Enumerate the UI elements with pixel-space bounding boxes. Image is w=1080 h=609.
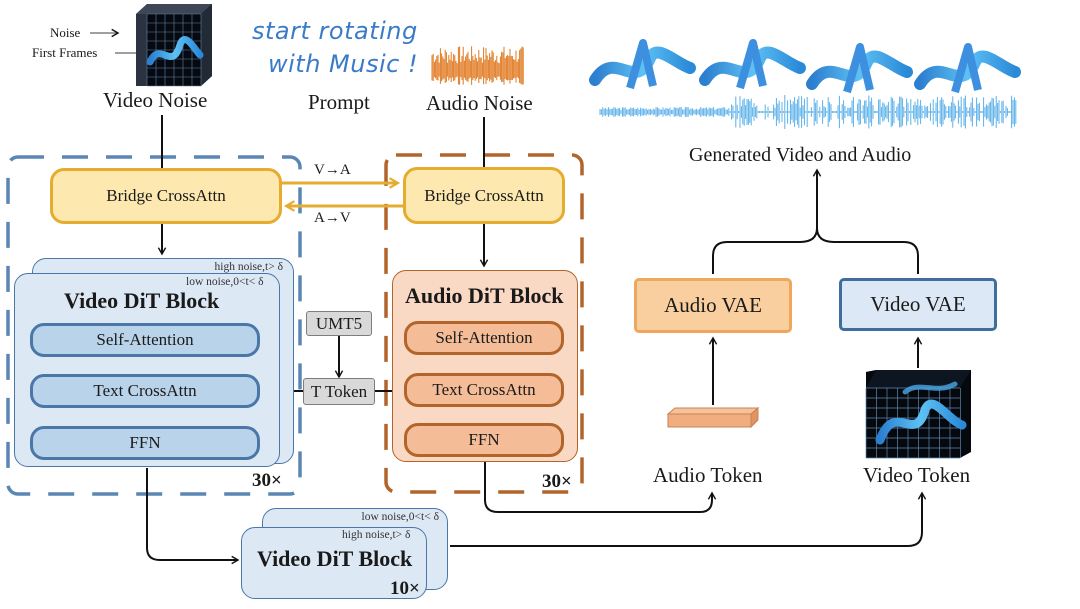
prompt-label: Prompt: [308, 90, 370, 114]
video-token-cube-icon: [865, 370, 971, 459]
video-token-label: Video Token: [863, 463, 971, 487]
t-token: T Token: [303, 378, 375, 405]
video-text-crossattn-label: Text CrossAttn: [93, 381, 197, 400]
video-vae-label: Video VAE: [870, 292, 966, 316]
audio-repeat-count: 30×: [542, 471, 572, 492]
umt5-label: UMT5: [315, 313, 363, 333]
first-frames-label: First Frames: [32, 45, 98, 60]
refine-repeat-count: 10×: [390, 578, 420, 599]
audio-bridge-label: Bridge CrossAttn: [424, 185, 544, 205]
generated-audio-waveform: [599, 95, 1017, 129]
audio-vae: Audio VAE: [634, 278, 792, 333]
audio-ffn: FFN: [404, 423, 564, 457]
refine-high-noise-tag: high noise,t> δ: [342, 529, 411, 541]
video-dit-title: Video DiT Block: [64, 288, 220, 313]
audio-bridge-crossattn: Bridge CrossAttn: [403, 167, 565, 224]
video-vae: Video VAE: [839, 278, 997, 331]
video-dit-to-refine-arrow: [146, 468, 240, 565]
video-noise-cube-icon: [136, 4, 212, 87]
video-self-attention: Self-Attention: [30, 323, 260, 357]
prompt-text-line1: start rotating: [252, 17, 418, 45]
audio-text-crossattn: Text CrossAttn: [404, 373, 564, 407]
audio-self-attention: Self-Attention: [404, 321, 564, 355]
audio-token-icon: [666, 406, 760, 429]
audio-text-crossattn-label: Text CrossAttn: [432, 380, 536, 399]
output-label: Generated Video and Audio: [689, 144, 912, 166]
noise-label: Noise: [50, 25, 81, 40]
audio-dit-title: Audio DiT Block: [405, 283, 564, 308]
audio-noise-label: Audio Noise: [426, 91, 533, 115]
vae-merge-connector: [712, 227, 919, 274]
high-noise-tag: high noise,t> δ: [214, 261, 283, 273]
audio-vae-label: Audio VAE: [664, 293, 762, 317]
v-to-a-label: V→A: [314, 162, 351, 178]
video-self-attention-label: Self-Attention: [96, 330, 194, 349]
audio-self-attention-label: Self-Attention: [435, 328, 533, 347]
video-noise-label: Video Noise: [103, 88, 208, 112]
refine-dit-title: Video DiT Block: [257, 546, 413, 571]
generated-video-frames: [589, 39, 1021, 94]
low-noise-tag: low noise,0<t< δ: [186, 276, 264, 288]
video-repeat-count: 30×: [252, 470, 282, 491]
refine-to-video-token-arrow: [450, 491, 927, 547]
refine-dit-block-high-noise: [241, 527, 427, 599]
audio-ffn-label: FFN: [468, 430, 500, 449]
video-ffn: FFN: [30, 426, 260, 460]
audio-token-label: Audio Token: [653, 463, 763, 487]
umt5-encoder: UMT5: [306, 311, 372, 336]
a-to-v-label: A→V: [314, 210, 351, 226]
video-bridge-label: Bridge CrossAttn: [106, 186, 226, 205]
refine-low-noise-tag: low noise,0<t< δ: [361, 511, 440, 523]
video-bridge-crossattn: Bridge CrossAttn: [50, 168, 282, 224]
t-token-label: T Token: [310, 381, 368, 401]
video-ffn-label: FFN: [129, 433, 161, 452]
video-text-crossattn: Text CrossAttn: [30, 374, 260, 408]
audio-noise-waveform-icon: [431, 46, 524, 85]
prompt-text-line2: with Music !: [268, 50, 419, 78]
